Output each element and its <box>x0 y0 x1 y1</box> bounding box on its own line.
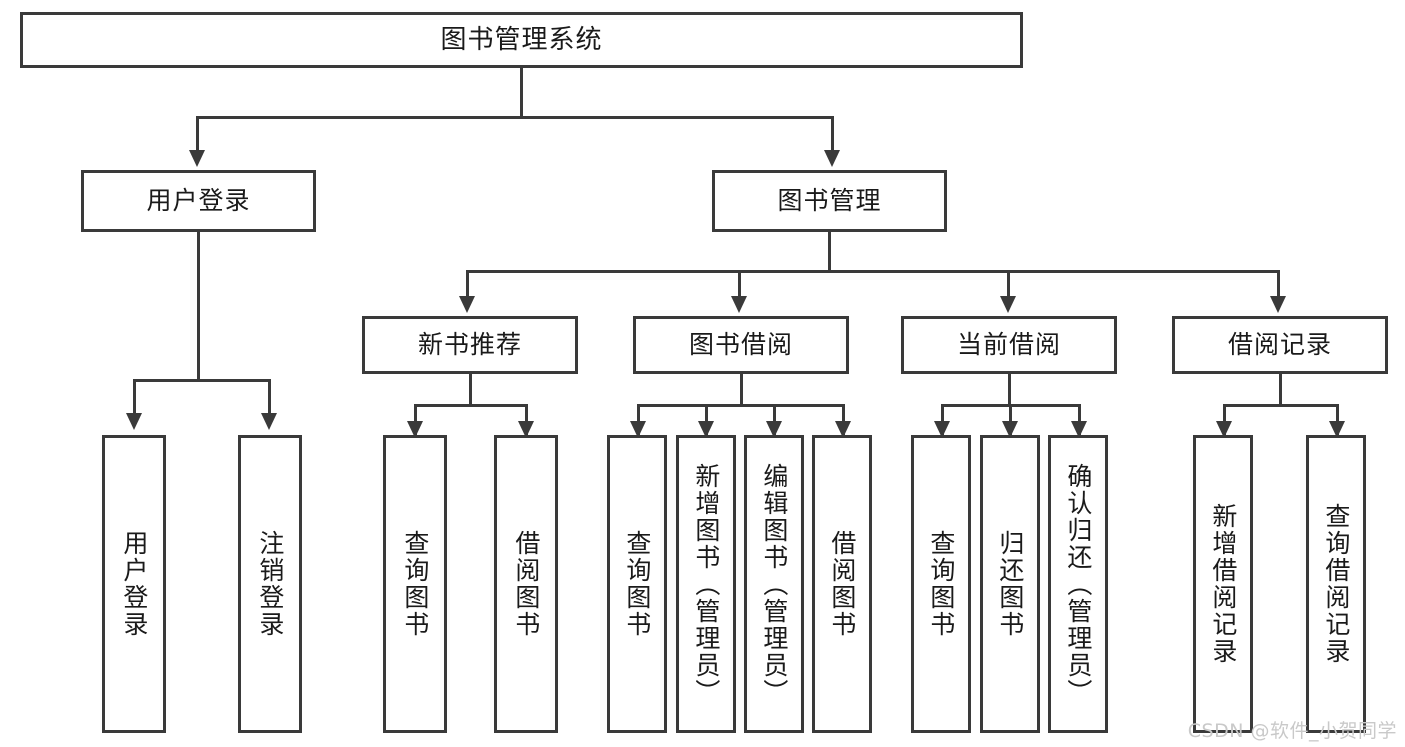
edge-br-to-leaf-0 <box>1223 404 1226 435</box>
edge-user-login-to-leaf-1 <box>268 379 271 415</box>
arrowhead-bb-leaf-3 <box>835 421 851 438</box>
node-label: 新增借阅记录 <box>1208 503 1238 665</box>
arrowhead-book-management <box>824 150 840 167</box>
arrowhead-nb-leaf-0 <box>407 421 423 438</box>
edge-bb-to-leaf-2 <box>773 404 776 435</box>
arrowhead-bb-leaf-0 <box>630 421 646 438</box>
edge-book-borrow-bus <box>637 404 845 407</box>
edge-to-new-book <box>466 270 469 298</box>
edge-to-book-borrow <box>738 270 741 298</box>
arrowhead-nb-leaf-1 <box>518 421 534 438</box>
edge-user-login-bus <box>133 379 271 382</box>
node-label: 图书管理 <box>777 186 882 216</box>
leaf-bb-add-book-admin[interactable]: 新增图书（管理员） <box>676 435 736 733</box>
node-label: 查询图书 <box>622 530 652 638</box>
arrowhead-new-book <box>459 296 475 313</box>
edge-root-to-user-login <box>196 116 199 152</box>
leaf-br-query-record[interactable]: 查询借阅记录 <box>1306 435 1366 733</box>
node-user-login[interactable]: 用户登录 <box>81 170 316 232</box>
node-label: 借阅记录 <box>1227 330 1332 360</box>
arrowhead-br-leaf-0 <box>1216 421 1232 438</box>
arrowhead-cb-leaf-0 <box>934 421 950 438</box>
edge-book-management-stem <box>828 232 831 272</box>
arrowhead-br-leaf-1 <box>1329 421 1345 438</box>
arrowhead-cb-leaf-1 <box>1002 421 1018 438</box>
edge-root-bus <box>196 116 834 119</box>
node-label: 查询借阅记录 <box>1321 503 1351 665</box>
node-label: 编辑图书（管理员） <box>759 462 789 706</box>
edge-book-borrow-stem <box>740 374 743 406</box>
node-book-borrow[interactable]: 图书借阅 <box>633 316 849 374</box>
edge-cb-to-leaf-0 <box>941 404 944 435</box>
edge-new-book-to-leaf-1 <box>525 404 528 435</box>
node-label: 用户登录 <box>146 186 251 216</box>
leaf-logout[interactable]: 注销登录 <box>238 435 302 733</box>
leaf-br-add-record[interactable]: 新增借阅记录 <box>1193 435 1253 733</box>
node-borrow-record[interactable]: 借阅记录 <box>1172 316 1388 374</box>
edge-user-login-to-leaf-0 <box>133 379 136 415</box>
node-label: 图书管理系统 <box>440 24 603 55</box>
edge-new-book-stem <box>469 374 472 406</box>
leaf-bb-borrow-book[interactable]: 借阅图书 <box>812 435 872 733</box>
edge-current-borrow-stem <box>1008 374 1011 406</box>
arrowhead-bb-leaf-1 <box>698 421 714 438</box>
edge-br-to-leaf-1 <box>1336 404 1339 435</box>
edge-level3-bus <box>466 270 1280 273</box>
arrowhead-book-borrow <box>731 296 747 313</box>
leaf-bb-edit-book-admin[interactable]: 编辑图书（管理员） <box>744 435 804 733</box>
node-root-book-management-system[interactable]: 图书管理系统 <box>20 12 1023 68</box>
arrowhead-user-login <box>189 150 205 167</box>
node-label: 当前借阅 <box>956 330 1061 360</box>
edge-cb-to-leaf-1 <box>1009 404 1012 435</box>
leaf-cb-return-book[interactable]: 归还图书 <box>980 435 1040 733</box>
leaf-user-login[interactable]: 用户登录 <box>102 435 166 733</box>
node-book-management[interactable]: 图书管理 <box>712 170 947 232</box>
node-label: 新书推荐 <box>417 330 522 360</box>
leaf-cb-confirm-return-admin[interactable]: 确认归还（管理员） <box>1048 435 1108 733</box>
edge-root-to-book-management <box>831 116 834 152</box>
node-label: 查询图书 <box>926 530 956 638</box>
arrowhead-borrow-record <box>1270 296 1286 313</box>
edge-to-borrow-record <box>1277 270 1280 298</box>
arrowhead-bb-leaf-2 <box>766 421 782 438</box>
leaf-cb-query-book[interactable]: 查询图书 <box>911 435 971 733</box>
node-label: 注销登录 <box>255 530 285 638</box>
edge-borrow-record-bus <box>1223 404 1339 407</box>
arrowhead-leaf-user-login <box>126 413 142 430</box>
edge-new-book-bus <box>414 404 528 407</box>
edge-user-login-stem <box>197 232 200 382</box>
leaf-nb-query-book[interactable]: 查询图书 <box>383 435 447 733</box>
node-label: 确认归还（管理员） <box>1063 462 1093 706</box>
edge-root-stem <box>520 68 523 118</box>
edge-bb-to-leaf-0 <box>637 404 640 435</box>
edge-new-book-to-leaf-0 <box>414 404 417 435</box>
node-label: 借阅图书 <box>827 530 857 638</box>
arrowhead-current-borrow <box>1000 296 1016 313</box>
edge-cb-to-leaf-2 <box>1078 404 1081 435</box>
node-new-book-recommend[interactable]: 新书推荐 <box>362 316 578 374</box>
node-current-borrow[interactable]: 当前借阅 <box>901 316 1117 374</box>
leaf-nb-borrow-book[interactable]: 借阅图书 <box>494 435 558 733</box>
arrowhead-leaf-logout <box>261 413 277 430</box>
edge-to-current-borrow <box>1007 270 1010 298</box>
leaf-bb-query-book[interactable]: 查询图书 <box>607 435 667 733</box>
edge-bb-to-leaf-1 <box>705 404 708 435</box>
node-label: 归还图书 <box>995 530 1025 638</box>
node-label: 图书借阅 <box>688 330 793 360</box>
arrowhead-cb-leaf-2 <box>1071 421 1087 438</box>
node-label: 借阅图书 <box>511 530 541 638</box>
edge-bb-to-leaf-3 <box>842 404 845 435</box>
node-label: 用户登录 <box>119 530 149 638</box>
node-label: 查询图书 <box>400 530 430 638</box>
node-label: 新增图书（管理员） <box>691 462 721 706</box>
edge-borrow-record-stem <box>1279 374 1282 406</box>
